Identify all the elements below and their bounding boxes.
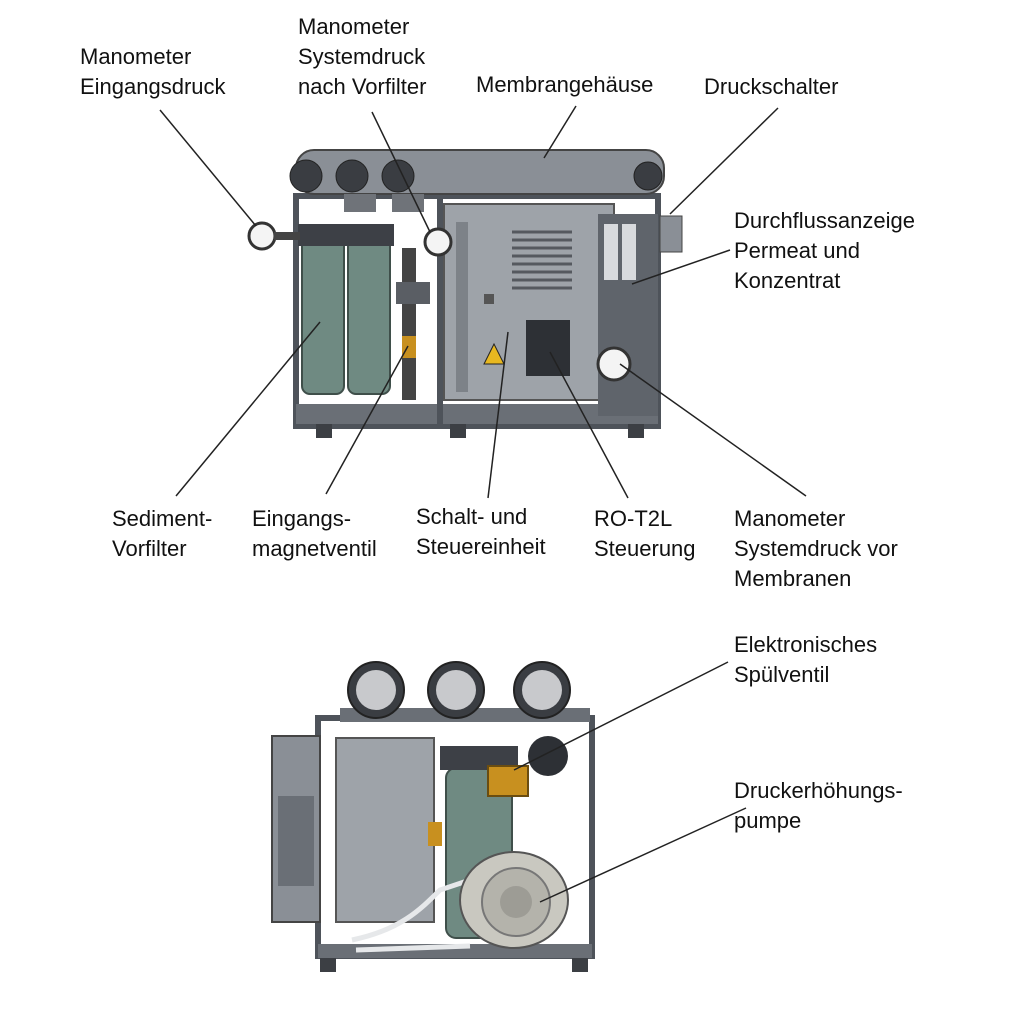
label-sediment-vorfilter: Sediment- Vorfilter — [112, 504, 212, 564]
leader-pumpe — [539, 807, 747, 903]
label-elektronisches-spuelventil: Elektronisches Spülventil — [734, 630, 877, 690]
leader-schalteinheit — [487, 331, 509, 499]
label-membrangehaeuse: Membrangehäuse — [476, 70, 653, 100]
label-druckschalter: Druckschalter — [704, 72, 838, 102]
ro-unit-rear-view — [271, 661, 595, 972]
label-line: nach Vorfilter — [298, 74, 427, 99]
label-line: Spülventil — [734, 662, 830, 687]
label-line: RO-T2L — [594, 506, 673, 531]
leader-druckschalter — [669, 107, 779, 215]
label-manometer-systemdruck-vor-membranen: Manometer Systemdruck vor Membranen — [734, 504, 898, 594]
leader-sediment — [175, 321, 321, 497]
label-line: Steuereinheit — [416, 534, 546, 559]
leader-membrangehaeuse — [543, 105, 577, 159]
label-eingangsmagnetventil: Eingangs- magnetventil — [252, 504, 377, 564]
label-line: Steuerung — [594, 536, 696, 561]
leader-lines — [159, 105, 807, 903]
label-manometer-systemdruck-nach-vorfilter: Manometer Systemdruck nach Vorfilter — [298, 12, 426, 102]
label-line: Druckerhöhungs- — [734, 778, 903, 803]
label-schalt-und-steuereinheit: Schalt- und Steuereinheit — [416, 502, 546, 562]
leader-spuelventil — [513, 661, 729, 771]
label-line: Eingangsdruck — [80, 74, 226, 99]
leader-manometer-eingang — [159, 109, 257, 227]
ro-unit-front-view — [247, 149, 683, 438]
label-line: Membrangehäuse — [476, 72, 654, 97]
label-line: Systemdruck vor — [734, 536, 898, 561]
leader-manometer-membran — [619, 363, 807, 497]
label-manometer-eingangsdruck: Manometer Eingangsdruck — [80, 42, 226, 102]
label-line: Manometer — [80, 44, 192, 69]
label-line: Schalt- und — [416, 504, 528, 529]
leader-manometer-vorfilter — [371, 111, 431, 233]
label-ro-t2l-steuerung: RO-T2L Steuerung — [594, 504, 696, 564]
leader-durchfluss — [631, 249, 731, 285]
label-line: Manometer — [734, 506, 846, 531]
label-line: Elektronisches — [734, 632, 878, 657]
label-line: Manometer — [298, 14, 410, 39]
label-line: Sediment- — [112, 506, 213, 531]
leader-steuerung — [549, 351, 629, 499]
label-durchflussanzeige: Durchflussanzeige Permeat und Konzentrat — [734, 206, 915, 296]
label-line: Konzentrat — [734, 268, 841, 293]
label-line: pumpe — [734, 808, 802, 833]
label-line: Membranen — [734, 566, 852, 591]
label-line: Permeat und — [734, 238, 860, 263]
label-line: Druckschalter — [704, 74, 839, 99]
label-line: magnetventil — [252, 536, 377, 561]
label-line: Systemdruck — [298, 44, 426, 69]
label-line: Durchflussanzeige — [734, 208, 915, 233]
label-line: Vorfilter — [112, 536, 187, 561]
label-druckerhoehungspumpe: Druckerhöhungs- pumpe — [734, 776, 903, 836]
label-line: Eingangs- — [252, 506, 352, 531]
leader-magnetventil — [325, 345, 409, 495]
